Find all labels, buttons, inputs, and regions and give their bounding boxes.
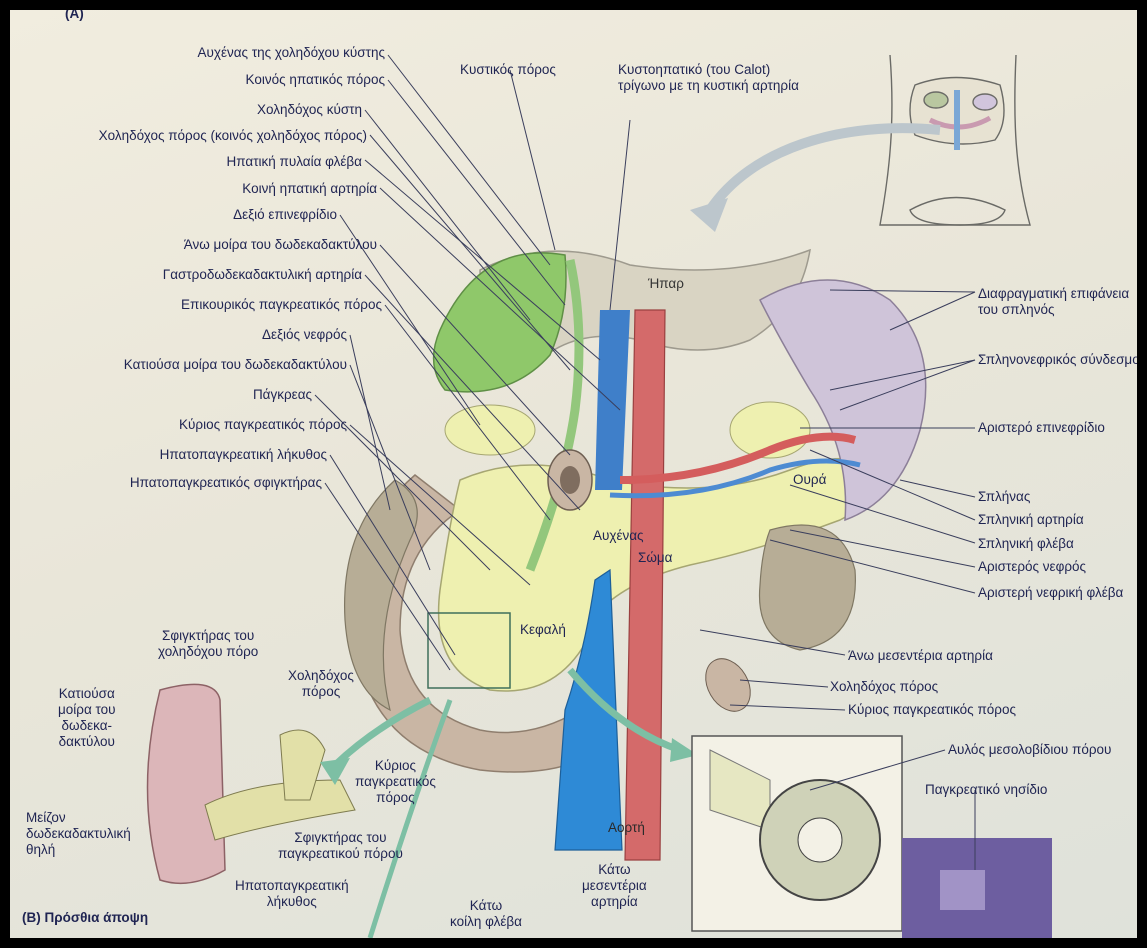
label-pancreas: Πάγκρεας [253, 387, 312, 403]
label-neck: Αυχένας [593, 528, 644, 544]
label-sphincter-bile-duct: Σφιγκτήρας του χοληδόχου πόρο [158, 628, 258, 660]
label-hepatopancreatic-sphincter: Ηπατοπαγκρεατικός σφιγκτήρας [130, 475, 322, 491]
label-major-duodenal-papilla: Μείζον δωδεκαδακτυλική θηλή [26, 810, 131, 858]
label-bile-duct-right: Χοληδόχος πόρος [830, 679, 938, 695]
portal-vein [595, 310, 630, 490]
label-inferior-mesenteric-artery: Κάτω μεσεντέρια αρτηρία [582, 862, 647, 910]
label-inset-bile-duct: Χοληδόχος πόρος [288, 668, 354, 700]
label-inset-ampulla: Ηπατοπαγκρεατική λήκυθος [235, 878, 349, 910]
label-tail: Ουρά [793, 472, 826, 488]
label-cystic-duct: Κυστικός πόρος [460, 62, 556, 78]
label-common-hepatic-duct: Κοινός ηπατικός πόρος [246, 72, 386, 88]
label-splenorenal-ligament: Σπληνονεφρικός σύνδεσμος [978, 352, 1137, 368]
aorta [625, 310, 665, 860]
inset-duodenum [148, 684, 226, 883]
label-splenic-vein: Σπληνική φλέβα [978, 536, 1074, 552]
label-left-kidney: Αριστερός νεφρός [978, 559, 1086, 575]
label-inferior-vena-cava: Κάτω κοίλη φλέβα [450, 898, 522, 930]
label-sphincter-pancreatic-duct: Σφιγκτήρας του παγκρεατικού πόρου [278, 830, 403, 862]
label-superior-duodenum: Άνω μοίρα του δωδεκαδακτύλου [184, 237, 377, 253]
label-aorta: Αορτή [608, 820, 645, 836]
label-left-renal-vein: Αριστερή νεφρική φλέβα [978, 585, 1123, 601]
label-pancreatic-islet: Παγκρεατικό νησίδιο [925, 782, 1047, 798]
left-kidney [760, 525, 856, 650]
label-right-adrenal: Δεξιό επινεφρίδιο [233, 207, 337, 223]
label-gallbladder: Χοληδόχος κύστη [257, 102, 362, 118]
label-accessory-pancreatic-duct: Επικουρικός παγκρεατικός πόρος [181, 297, 382, 313]
label-intercalated-duct-lumen: Αυλός μεσολοβίδιου πόρου [948, 742, 1111, 758]
jejunum-cross-section [697, 651, 760, 719]
label-right-kidney: Δεξιός νεφρός [262, 327, 347, 343]
label-hepatopancreatic-ampulla: Ηπατοπαγκρεατική λήκυθος [160, 447, 327, 463]
label-main-pancreatic-duct-right: Κύριος παγκρεατικός πόρος [848, 702, 1016, 718]
label-spleen: Σπλήνας [978, 489, 1030, 505]
label-inset-main-pancreatic-duct: Κύριος παγκρεατικός πόρος [355, 758, 436, 806]
label-main-pancreatic-duct: Κύριος παγκρεατικός πόρος [179, 417, 347, 433]
caption: (B) Πρόσθια άποψη [22, 910, 148, 926]
label-liver: Ήπαρ [648, 276, 684, 292]
label-gastroduodenal-artery: Γαστροδωδεκαδακτυλική αρτηρία [163, 267, 362, 283]
label-portal-vein: Ηπατική πυλαία φλέβα [227, 154, 362, 170]
label-diaphragmatic-surface-spleen: Διαφραγματική επιφάνεια του σπληνός [978, 286, 1129, 318]
label-superior-mesenteric-artery: Άνω μεσεντέρια αρτηρία [848, 648, 993, 664]
corner-tag: (A) [65, 10, 84, 22]
label-left-adrenal: Αριστερό επινεφρίδιο [978, 420, 1105, 436]
diagram-sheet: (A) Αυχένας της χοληδόχου κύστης Κοινός … [10, 10, 1137, 938]
label-body: Σώμα [638, 550, 672, 566]
label-calot-triangle: Κυστοηπατικό (του Calot) τρίγωνο με τη κ… [618, 62, 799, 94]
label-splenic-artery: Σπληνική αρτηρία [978, 512, 1084, 528]
label-gallbladder-neck: Αυχένας της χοληδόχου κύστης [198, 45, 385, 61]
label-head: Κεφαλή [520, 622, 566, 638]
label-common-hepatic-artery: Κοινή ηπατική αρτηρία [242, 181, 377, 197]
pointer-arrow [710, 128, 940, 210]
label-inset-descending-duodenum: Κατιούσα μοίρα του δωδεκα- δακτύλου [58, 686, 116, 750]
anatomy-illustration [10, 10, 1137, 938]
body-silhouette-thumbnail [880, 55, 1030, 225]
label-descending-duodenum: Κατιούσα μοίρα του δωδεκαδακτύλου [124, 357, 347, 373]
right-adrenal [445, 405, 535, 455]
label-common-bile-duct: Χοληδόχος πόρος (κοινός χοληδόχος πόρος) [99, 128, 367, 144]
